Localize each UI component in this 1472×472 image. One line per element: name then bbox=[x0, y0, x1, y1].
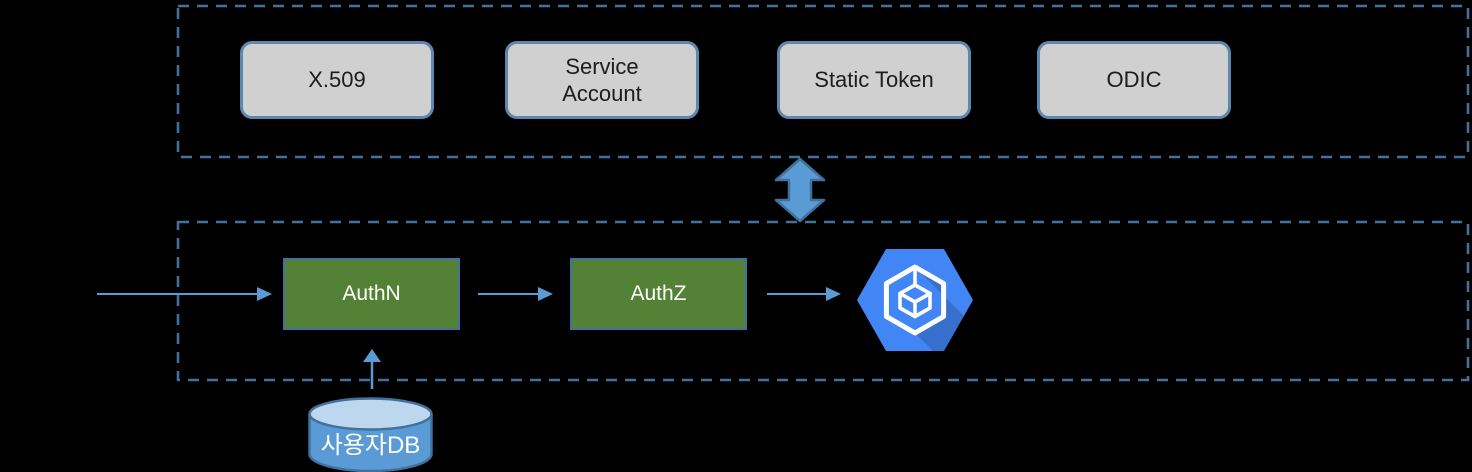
method-box-static-token-label: Static Token bbox=[814, 67, 934, 93]
authz-box: AuthZ bbox=[570, 258, 747, 330]
authn-box: AuthN bbox=[283, 258, 460, 330]
kubernetes-engine-icon bbox=[857, 249, 973, 351]
method-box-static-token: Static Token bbox=[777, 41, 971, 119]
method-box-x509-label: X.509 bbox=[308, 67, 366, 93]
user-db-cylinder: 사용자DB bbox=[308, 397, 433, 472]
user-db-label: 사용자DB bbox=[320, 432, 421, 459]
method-box-service-account-label: Service Account bbox=[562, 53, 642, 107]
authz-to-kubernetes-arrow bbox=[767, 287, 841, 301]
gke-cube-emblem bbox=[883, 264, 947, 336]
authz-label: AuthZ bbox=[630, 282, 687, 305]
method-box-odic-label: ODIC bbox=[1106, 67, 1162, 93]
authn-to-authz-arrow bbox=[478, 287, 553, 301]
authn-label: AuthN bbox=[342, 282, 401, 305]
up-down-double-arrow-icon bbox=[774, 157, 826, 223]
incoming-request-arrow bbox=[97, 287, 272, 301]
method-box-odic: ODIC bbox=[1037, 41, 1231, 119]
userdb-to-authn-arrow bbox=[363, 349, 381, 389]
method-box-x509: X.509 bbox=[240, 41, 434, 119]
method-box-service-account: Service Account bbox=[505, 41, 699, 119]
gke-long-shadow bbox=[915, 267, 973, 351]
auth-flow-group-border bbox=[176, 220, 1470, 382]
database-cylinder-icon bbox=[308, 397, 433, 472]
